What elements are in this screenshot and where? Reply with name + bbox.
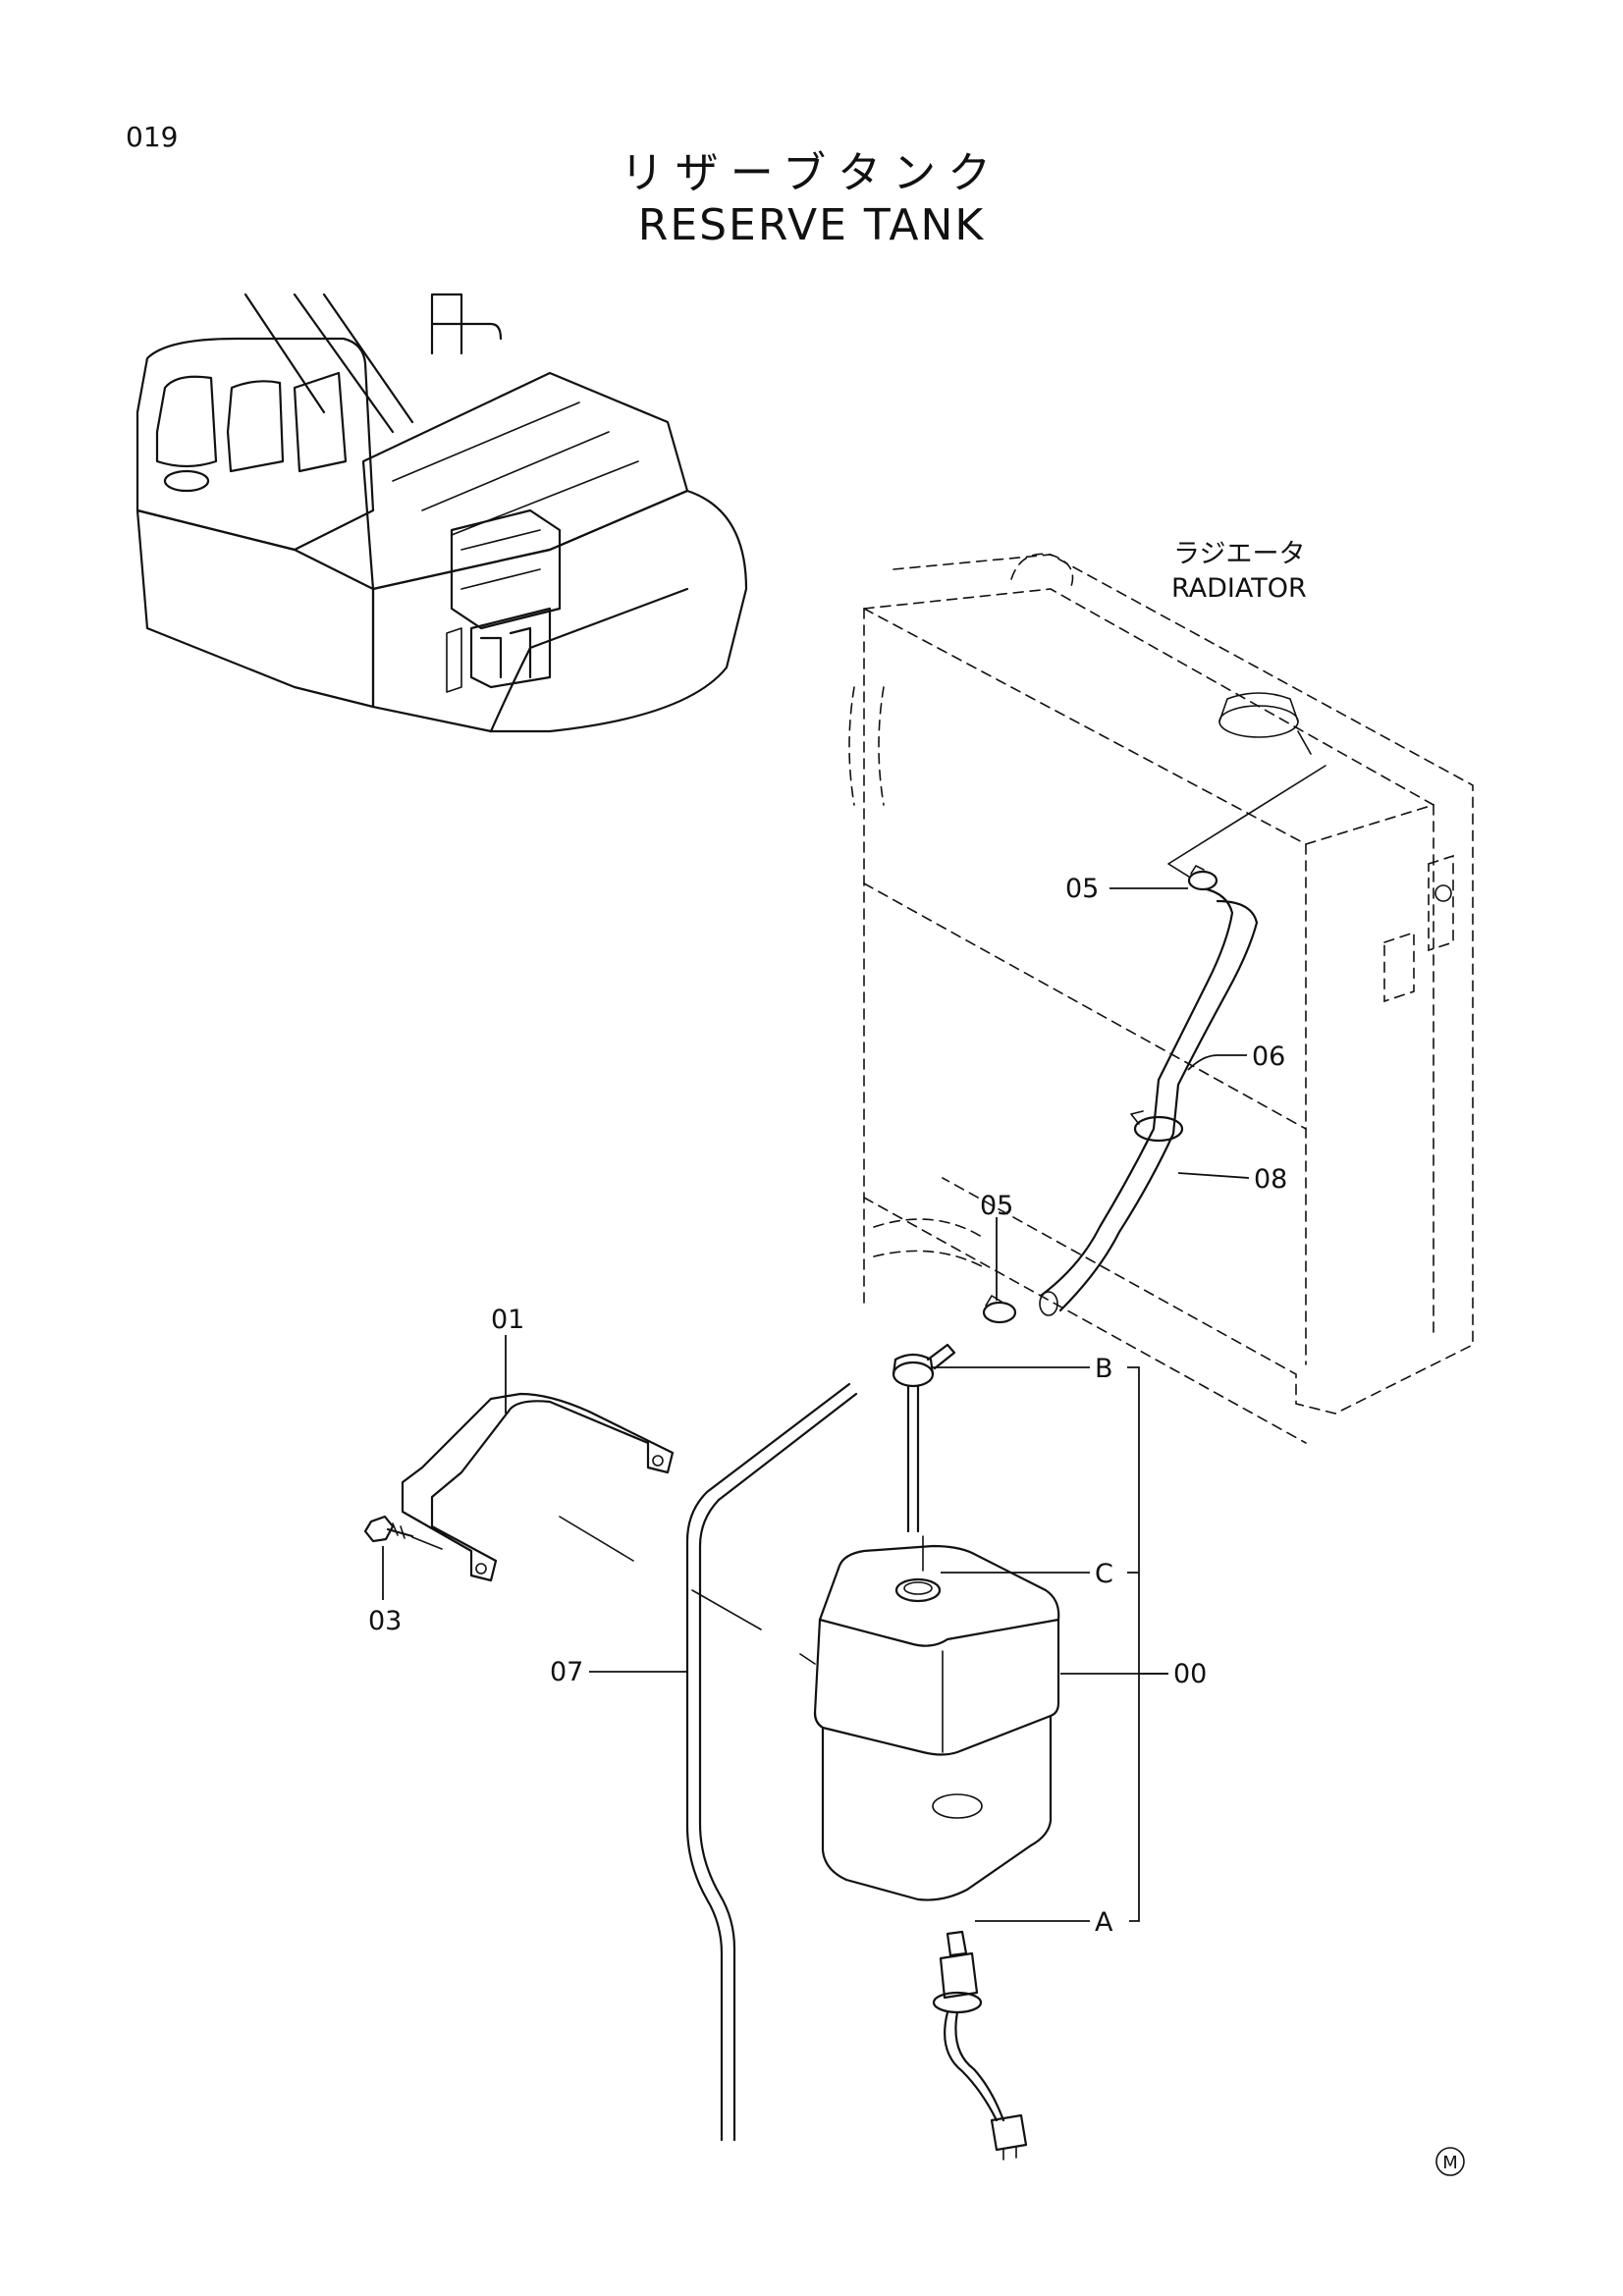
callout-08: 08 — [1254, 1164, 1287, 1195]
callout-05-upper: 05 — [1065, 874, 1099, 904]
title-japanese: リザーブタンク — [620, 148, 1003, 198]
callout-06: 06 — [1252, 1041, 1285, 1072]
radiator-label-jp: ラジエータ — [1173, 539, 1305, 569]
tank-cap-b — [892, 1343, 956, 1533]
callout-01: 01 — [491, 1305, 524, 1335]
title-english: RESERVE TANK — [637, 200, 986, 250]
hose-07 — [685, 1382, 858, 2142]
assembly-centerlines — [559, 1516, 924, 1665]
page-number: 019 — [126, 121, 179, 153]
part-callouts: 05 06 08 05 01 03 07 00 B C A — [368, 874, 1287, 1938]
callout-07: 07 — [550, 1657, 583, 1687]
callout-b: B — [1095, 1354, 1113, 1384]
bolt-03 — [363, 1515, 443, 1550]
bracket-01 — [401, 1392, 675, 1582]
leader-lines — [382, 887, 1250, 1922]
hose-clip-08 — [1130, 1110, 1184, 1143]
radiator-label-en: RADIATOR — [1171, 573, 1307, 604]
circled-m-mark: M — [1435, 2147, 1465, 2176]
hose-06 — [1039, 886, 1259, 1316]
level-switch-a — [932, 1930, 1028, 2161]
excavator-overview-illustration — [135, 293, 748, 733]
hose-clamp-05-lower — [982, 1295, 1017, 1324]
callout-a: A — [1095, 1907, 1113, 1938]
hose-clamp-05-upper — [1187, 865, 1218, 891]
radiator-label: ラジエータ RADIATOR — [1171, 539, 1307, 604]
callout-c: C — [1095, 1559, 1113, 1589]
reserve-tank-00 — [813, 1544, 1060, 1901]
radiator-illustration — [848, 553, 1474, 1444]
callout-05-lower: 05 — [980, 1191, 1013, 1221]
callout-03: 03 — [368, 1606, 402, 1636]
callout-00: 00 — [1173, 1659, 1207, 1689]
mark-letter: M — [1442, 2153, 1458, 2173]
